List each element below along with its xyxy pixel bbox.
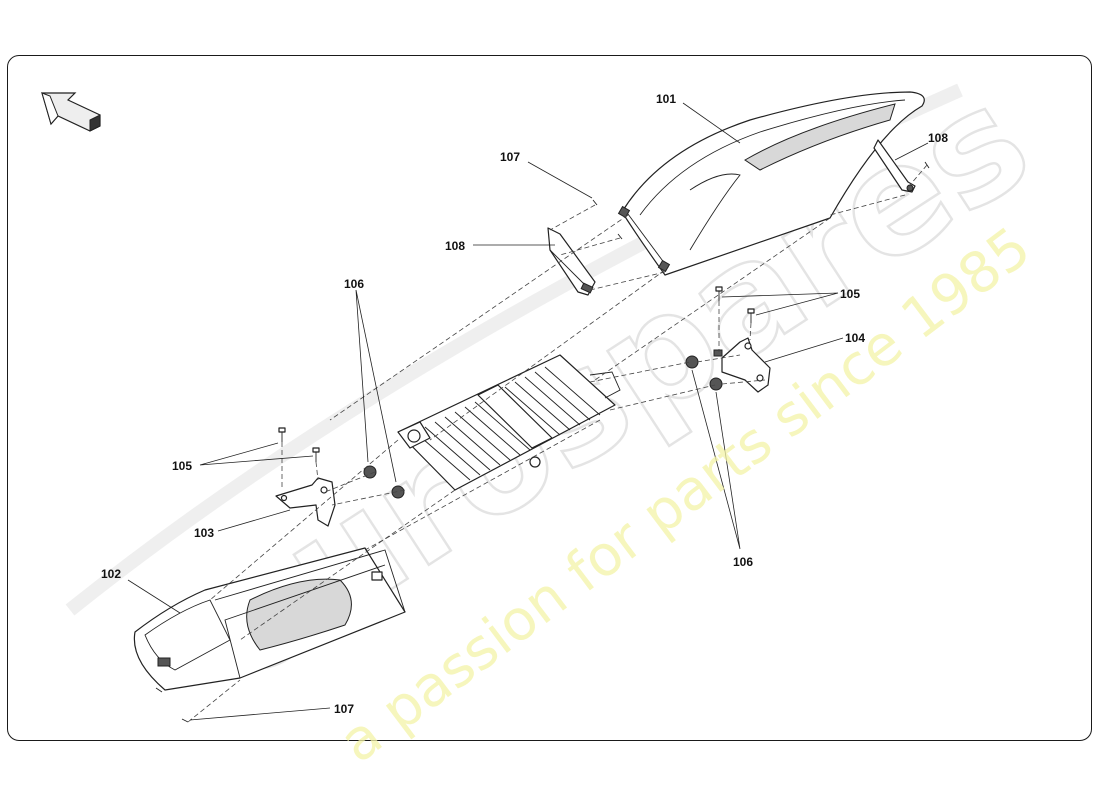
assembly-lines (187, 164, 928, 723)
radiator (397, 354, 621, 491)
label-108-left: 108 (445, 239, 465, 253)
label-105-right: 105 (840, 287, 860, 301)
part-108-left-bracket (547, 227, 596, 296)
diagram-frame (7, 55, 1092, 741)
label-102: 102 (101, 567, 121, 581)
label-105-left: 105 (172, 459, 192, 473)
label-101: 101 (656, 92, 676, 106)
label-104: 104 (845, 331, 865, 345)
label-103: 103 (194, 526, 214, 540)
part-103-bracket (275, 477, 336, 527)
label-107-bottom: 107 (334, 702, 354, 716)
part-labels: 101 108 107 108 106 105 104 105 103 106 … (101, 92, 948, 716)
part-105-screws (278, 286, 755, 462)
part-107-screws (155, 161, 930, 723)
part-104-bracket (713, 337, 771, 393)
screw-icon (278, 427, 286, 442)
label-106-top: 106 (344, 277, 364, 291)
label-107-top: 107 (500, 150, 520, 164)
label-106-bottom: 106 (733, 555, 753, 569)
screw-icon (715, 286, 723, 301)
label-108-right: 108 (928, 131, 948, 145)
screw-icon (747, 308, 755, 323)
part-101-upper-duct (617, 91, 925, 276)
leader-lines (127, 102, 929, 721)
direction-arrow-icon (41, 92, 101, 132)
screw-icon (312, 447, 320, 462)
